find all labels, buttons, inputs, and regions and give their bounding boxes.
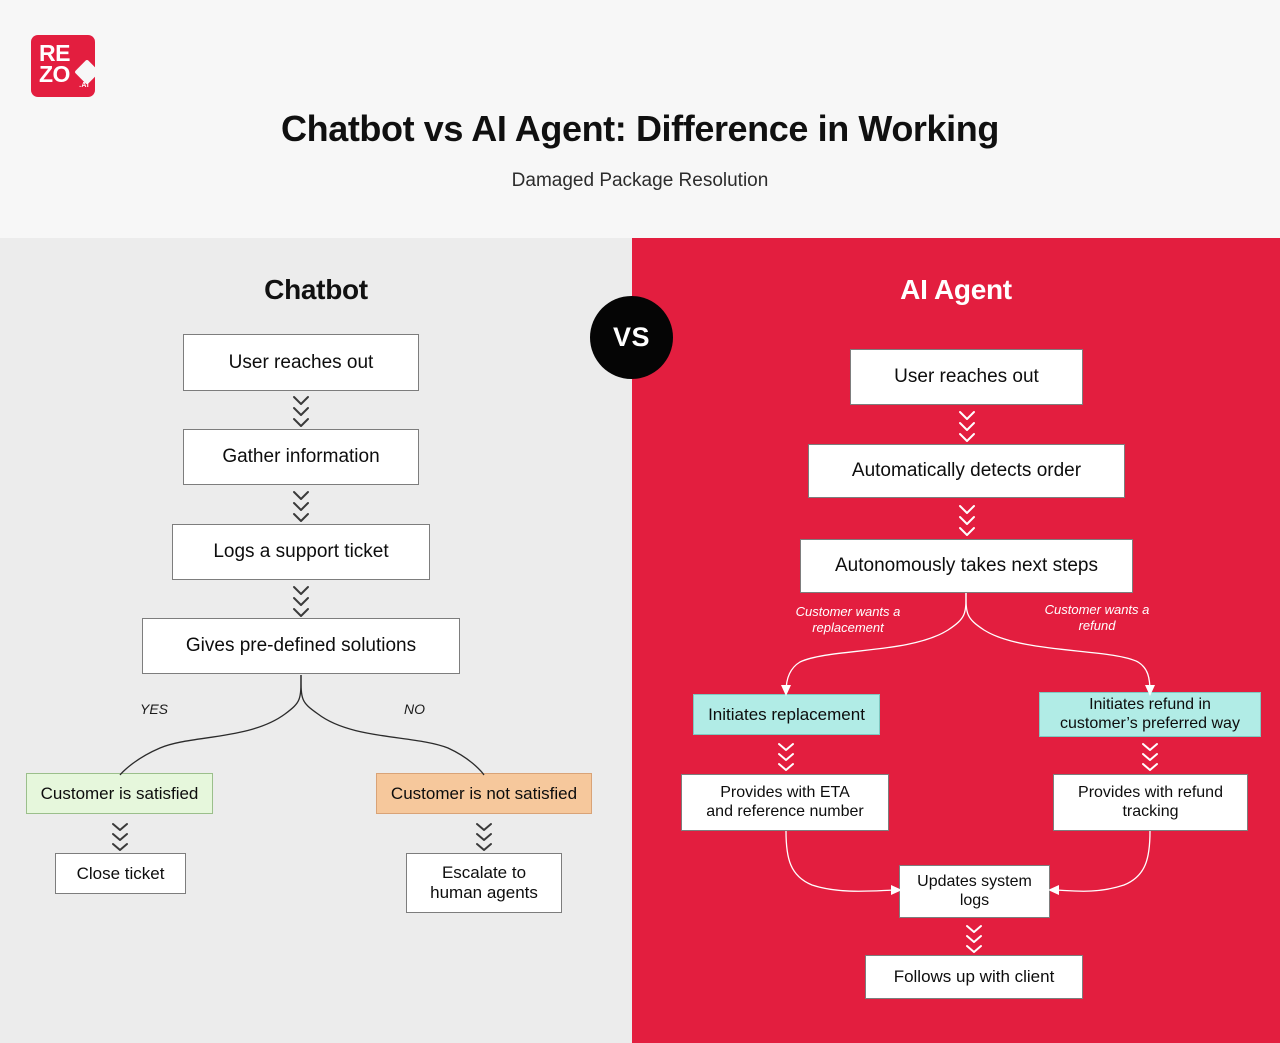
node-chatbot-close-ticket[interactable]: Close ticket bbox=[55, 853, 186, 894]
node-agent-takes-next-steps[interactable]: Autonomously takes next steps bbox=[800, 539, 1133, 593]
logo-ai-suffix: .AI bbox=[79, 82, 89, 89]
arrow-logs-to-followup bbox=[961, 922, 987, 954]
node-chatbot-customer-not-satisfied[interactable]: Customer is not satisfied bbox=[376, 773, 592, 814]
node-chatbot-customer-satisfied[interactable]: Customer is satisfied bbox=[26, 773, 213, 814]
node-chatbot-gather-information[interactable]: Gather information bbox=[183, 429, 419, 485]
node-chatbot-predefined-solutions[interactable]: Gives pre-defined solutions bbox=[142, 618, 460, 674]
node-agent-follows-up-with-client[interactable]: Follows up with client bbox=[865, 955, 1083, 999]
arrow-replacement-to-eta bbox=[773, 740, 799, 772]
arrow-satisfied-to-close-ticket bbox=[107, 820, 133, 852]
branch-label-refund: Customer wants a refund bbox=[1044, 602, 1150, 634]
branch-label-replacement: Customer wants a replacement bbox=[795, 604, 901, 636]
chatbot-column-heading: Chatbot bbox=[264, 274, 368, 305]
node-agent-user-reaches-out[interactable]: User reaches out bbox=[850, 349, 1083, 405]
node-agent-provides-eta[interactable]: Provides with ETA and reference number bbox=[681, 774, 889, 831]
arrow-chatbot-3-to-4 bbox=[288, 582, 314, 618]
branch-label-yes: YES bbox=[140, 701, 169, 717]
node-agent-initiates-replacement[interactable]: Initiates replacement bbox=[693, 694, 880, 735]
node-agent-detects-order[interactable]: Automatically detects order bbox=[808, 444, 1125, 498]
node-agent-updates-system-logs[interactable]: Updates system logs bbox=[899, 865, 1050, 918]
ai-agent-column-heading: AI Agent bbox=[900, 274, 1012, 305]
arrow-agent-2-to-3 bbox=[954, 501, 980, 537]
page-title: Chatbot vs AI Agent: Difference in Worki… bbox=[281, 108, 999, 149]
arrow-chatbot-1-to-2 bbox=[288, 392, 314, 428]
node-chatbot-logs-support-ticket[interactable]: Logs a support ticket bbox=[172, 524, 430, 580]
node-chatbot-user-reaches-out[interactable]: User reaches out bbox=[183, 334, 419, 391]
page-subtitle: Damaged Package Resolution bbox=[511, 170, 769, 191]
node-agent-provides-refund-tracking[interactable]: Provides with refund tracking bbox=[1053, 774, 1248, 831]
node-agent-initiates-refund[interactable]: Initiates refund in customer’s preferred… bbox=[1039, 692, 1261, 737]
versus-badge: VS bbox=[590, 296, 673, 379]
arrow-agent-1-to-2 bbox=[954, 407, 980, 443]
arrow-chatbot-2-to-3 bbox=[288, 487, 314, 523]
arrow-refund-to-tracking bbox=[1137, 740, 1163, 772]
node-chatbot-escalate-human-agents[interactable]: Escalate to human agents bbox=[406, 853, 562, 913]
arrow-not-satisfied-to-escalate bbox=[471, 820, 497, 852]
branch-label-no: NO bbox=[404, 701, 425, 717]
